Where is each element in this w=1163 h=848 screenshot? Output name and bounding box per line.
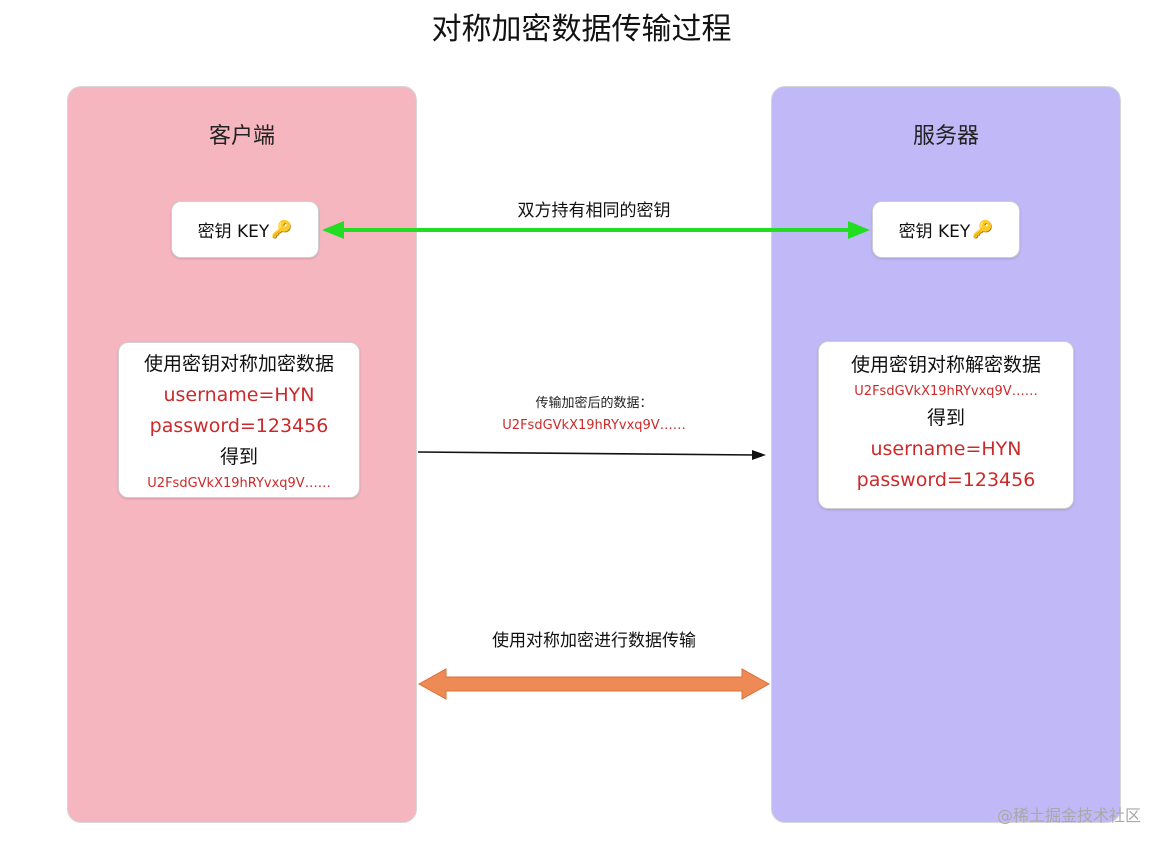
transfer-caption: 传输加密后的数据： bbox=[535, 396, 653, 411]
symmetric-transfer-label: 使用对称加密进行数据传输 bbox=[492, 631, 696, 651]
watermark: @稀土掘金技术社区 bbox=[996, 806, 1141, 825]
transfer-ciphertext: U2FsdGVkX19hRYvxq9V…… bbox=[502, 418, 686, 433]
client-encrypt-heading: 使用密钥对称加密数据 bbox=[143, 353, 334, 375]
client-key-label: 密钥 KEY bbox=[197, 222, 270, 242]
shared-key-label: 双方持有相同的密钥 bbox=[517, 201, 671, 221]
server-result-label: 得到 bbox=[926, 407, 965, 429]
shared-key-arrow bbox=[322, 221, 870, 239]
diagram-title: 对称加密数据传输过程 bbox=[431, 12, 732, 47]
transfer-arrow bbox=[417, 450, 766, 460]
client-password: password=123456 bbox=[149, 415, 329, 437]
server-username: username=HYN bbox=[870, 438, 1022, 460]
server-decrypt-box: 使用密钥对称解密数据 U2FsdGVkX19hRYvxq9V…… 得到 user… bbox=[818, 341, 1074, 509]
client-encrypt-box: 使用密钥对称加密数据 username=HYN password=123456 … bbox=[118, 342, 360, 498]
symmetric-transfer-arrow bbox=[417, 668, 771, 700]
key-icon: 🔑 bbox=[271, 219, 293, 240]
server-heading: 服务器 bbox=[912, 124, 979, 149]
server-key-label: 密钥 KEY bbox=[898, 222, 971, 242]
server-key-box: 密钥 KEY 🔑 bbox=[872, 201, 1020, 258]
client-key-box: 密钥 KEY 🔑 bbox=[171, 201, 319, 258]
server-decrypt-heading: 使用密钥对称解密数据 bbox=[850, 354, 1041, 376]
client-heading: 客户端 bbox=[208, 124, 275, 149]
client-result-label: 得到 bbox=[219, 446, 258, 468]
server-ciphertext: U2FsdGVkX19hRYvxq9V…… bbox=[854, 384, 1038, 399]
client-ciphertext: U2FsdGVkX19hRYvxq9V…… bbox=[147, 476, 331, 491]
server-password: password=123456 bbox=[856, 469, 1036, 491]
client-username: username=HYN bbox=[163, 384, 315, 406]
key-icon: 🔑 bbox=[972, 219, 994, 240]
